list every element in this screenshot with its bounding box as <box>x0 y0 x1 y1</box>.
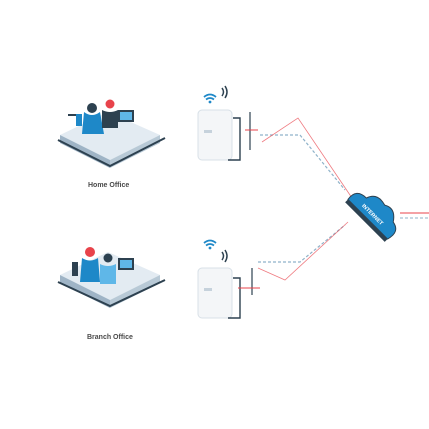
home-office-label: Home Office <box>88 182 130 189</box>
branch-link-red <box>257 221 349 281</box>
desk-workstation-icon <box>57 99 166 168</box>
branch-link-dashed <box>258 224 346 263</box>
access-point-icon <box>197 109 258 161</box>
links <box>257 117 429 281</box>
desk-workstation-icon <box>57 247 166 308</box>
branch-office-label: Branch Office <box>87 334 133 341</box>
home-link-dashed <box>260 134 346 191</box>
wifi-icon <box>203 93 217 104</box>
wifi-signal-icon <box>221 85 228 99</box>
wifi-icon <box>203 239 217 250</box>
home-link-red <box>261 117 353 199</box>
branch-office <box>57 239 260 319</box>
wifi-signal-icon <box>221 249 228 263</box>
internet-cloud-icon: INTERNET <box>345 192 397 242</box>
home-office <box>57 85 258 168</box>
access-point-icon <box>197 267 260 319</box>
